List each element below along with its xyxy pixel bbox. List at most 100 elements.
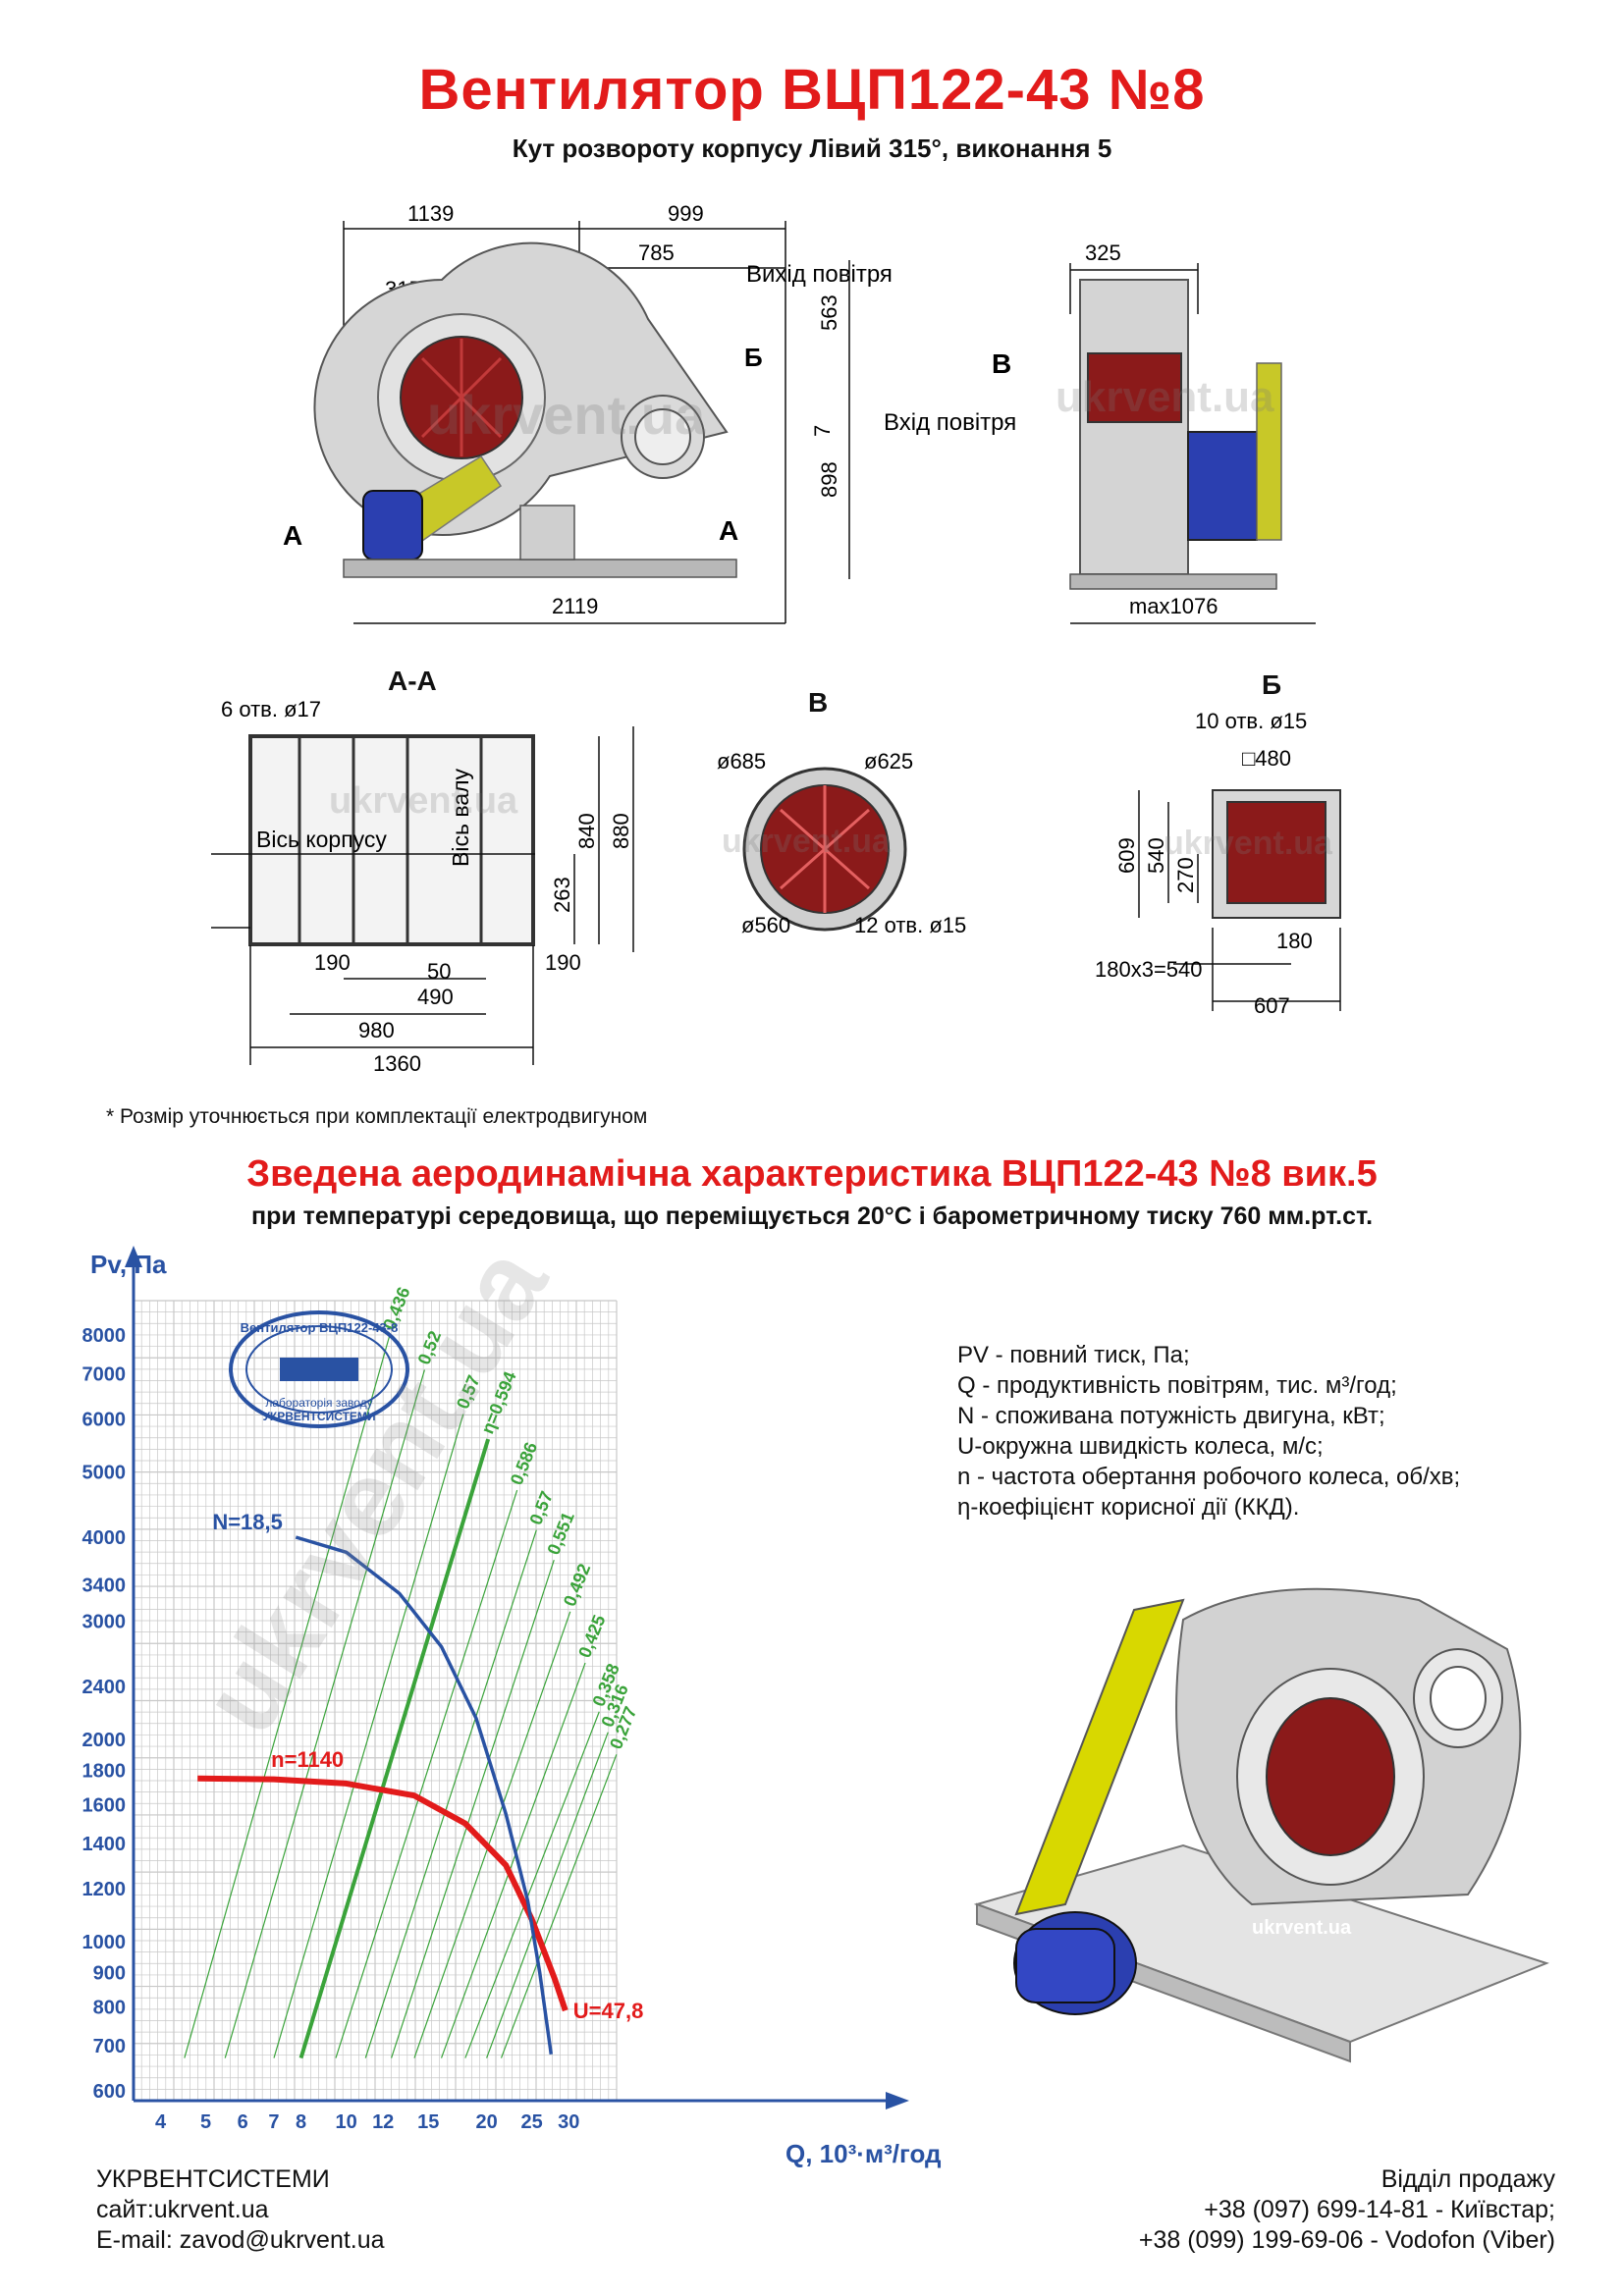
efficiency-line [500, 1754, 618, 2058]
y-tick-label: 1200 [82, 1879, 127, 1900]
y-axis-label: Pv, Па [90, 1250, 167, 1279]
x-tick-label: 8 [296, 2111, 306, 2133]
air-out-label: Вихід повітря [746, 261, 893, 288]
dim-685: ø685 [717, 749, 766, 774]
efficiency-line [335, 1489, 518, 2058]
b-holes: 10 отв. ø15 [1195, 709, 1307, 733]
company-name: УКРВЕНТСИСТЕМИ [96, 2165, 330, 2193]
legend-eta: η-коефіцієнт корисної дії (ККД). [957, 1494, 1300, 1521]
stamp-bottom2: УКРВЕНТСИСТЕМИ [262, 1410, 375, 1423]
section-v-drawing: ø685 ø625 ø560 12 отв. ø15 [717, 749, 966, 937]
dim-1360: 1360 [373, 1051, 421, 1076]
footer-left: УКРВЕНТСИСТЕМИ сайт:ukrvent.ua E-mail: z… [96, 2164, 385, 2256]
footer-right: Відділ продажу +38 (097) 699-14-81 - Киї… [1139, 2164, 1555, 2256]
curves [197, 1535, 568, 2055]
x-tick-label: 5 [200, 2111, 211, 2133]
page-title: Вентилятор ВЦП122-43 №8 [418, 58, 1206, 122]
dim-540: 540 [1144, 837, 1168, 874]
legend-n-speed: n - частота обертання робочого колеса, о… [957, 1464, 1461, 1490]
x-tick-label: 30 [558, 2111, 579, 2133]
y-tick-label: 800 [93, 1997, 126, 2018]
air-in-label: Вхід повітря [884, 409, 1016, 436]
curve-speed [197, 1775, 568, 2012]
x-tick-label: 7 [268, 2111, 279, 2133]
view-v-marker: В [992, 348, 1011, 379]
x-tick-label: 20 [475, 2111, 497, 2133]
y-tick-label: 4000 [82, 1527, 127, 1549]
efficiency-line [413, 1611, 571, 2058]
speed-curve-label: n=1140 [271, 1747, 344, 1772]
x-tick-label: 25 [520, 2111, 542, 2133]
chart-title: Зведена аеродинамічна характеристика ВЦП… [246, 1153, 1378, 1195]
y-tick-label: 6000 [82, 1410, 127, 1431]
section-a-marker-right: А [719, 515, 738, 546]
efficiency-line [391, 1560, 555, 2058]
dim-263: 263 [550, 877, 574, 913]
x-axis-arrow [886, 2092, 909, 2109]
section-a-marker-left: А [283, 520, 302, 551]
legend-pv: PV - повний тиск, Па; [957, 1342, 1190, 1368]
axis-shaft-label: Вісь валу [448, 769, 473, 867]
section-aa-title: А-А [388, 666, 437, 696]
y-tick-label: 1600 [82, 1794, 127, 1816]
x-tick-label: 4 [155, 2111, 167, 2133]
y-tick-label: 600 [93, 2081, 126, 2103]
watermark-b: ukrvent.ua [1164, 825, 1332, 862]
side-view-drawing: 325 max1076 В Вхід повітря [884, 240, 1316, 624]
axis-body-label: Вісь корпусу [256, 827, 387, 852]
dim-898: 898 [817, 461, 841, 498]
dim-563: 563 [817, 294, 841, 331]
section-b-drawing: 10 отв. ø15 □480 609 540 270 180 180х3=5… [1095, 709, 1341, 1018]
y-tick-label: 900 [93, 1962, 126, 1984]
y-tick-label: 7000 [82, 1364, 127, 1386]
x-axis-label: Q, 10³·м³/год [785, 2139, 942, 2168]
efficiency-line [364, 1529, 537, 2058]
dim-190-right: 190 [545, 950, 581, 975]
dim-560: ø560 [741, 913, 790, 937]
watermark-3d: ukrvent.ua [1252, 1917, 1352, 1939]
efficiency-line [464, 1711, 600, 2058]
section-b-marker: Б [744, 343, 763, 372]
curve-power [295, 1535, 554, 2055]
y-tick-label: 8000 [82, 1325, 127, 1347]
dim-50: 50 [427, 959, 451, 984]
y-tick-label: 1000 [82, 1932, 127, 1953]
chart-subtitle: при температурі середовища, що переміщує… [250, 1202, 1374, 1230]
y-tick-label: 3400 [82, 1575, 127, 1596]
tip-speed-label: U=47,8 [573, 1999, 644, 2023]
watermark-side: ukrvent.ua [1056, 373, 1274, 421]
chart-axes [125, 1246, 909, 2109]
section-b-title: Б [1262, 669, 1282, 700]
dim-max1076: max1076 [1129, 594, 1218, 618]
dim-840: 840 [574, 813, 599, 849]
dim-980: 980 [358, 1018, 395, 1042]
y-tick-label: 3000 [82, 1612, 127, 1633]
efficiency-line [486, 1732, 609, 2058]
watermark-front: ukrvent.ua [427, 384, 706, 446]
x-tick-label: 12 [372, 2111, 394, 2133]
dim-190-left: 190 [314, 950, 351, 975]
sales-label: Відділ продажу [1380, 2165, 1555, 2193]
dim-1139: 1139 [407, 201, 454, 226]
dim-325: 325 [1085, 240, 1121, 265]
dim-609: 609 [1114, 837, 1139, 874]
dim-880: 880 [609, 813, 633, 849]
fan-3d-illustration: ukrvent.ua [973, 1587, 1549, 2063]
x-tick-label: 10 [335, 2111, 356, 2133]
phone-vodafone: +38 (099) 199-69-06 - Vodofon (Viber) [1138, 2226, 1555, 2254]
section-aa-drawing: 6 отв. ø17 Вісь корпусу Вісь валу 840 88… [211, 697, 634, 1076]
stamp-top: Вентилятор ВЦП122-43-8 [241, 1320, 399, 1335]
efficiency-lines: 0,4360,520,57η=0,5940,5860,570,5510,4920… [184, 1284, 640, 2059]
company-site: сайт:ukrvent.ua [96, 2196, 269, 2223]
y-tick-label: 5000 [82, 1463, 127, 1484]
dim-180: 180 [1276, 929, 1313, 953]
efficiency-line [273, 1414, 464, 2058]
dim-785: 785 [638, 240, 675, 265]
dim-480: □480 [1242, 746, 1291, 771]
laboratory-stamp: Вентилятор ВЦП122-43-8 лабораторія завод… [229, 1310, 409, 1428]
y-tick-label: 1400 [82, 1834, 127, 1855]
efficiency-line [298, 1438, 491, 2059]
x-tick-label: 6 [238, 2111, 248, 2133]
efficiency-line [440, 1662, 586, 2058]
